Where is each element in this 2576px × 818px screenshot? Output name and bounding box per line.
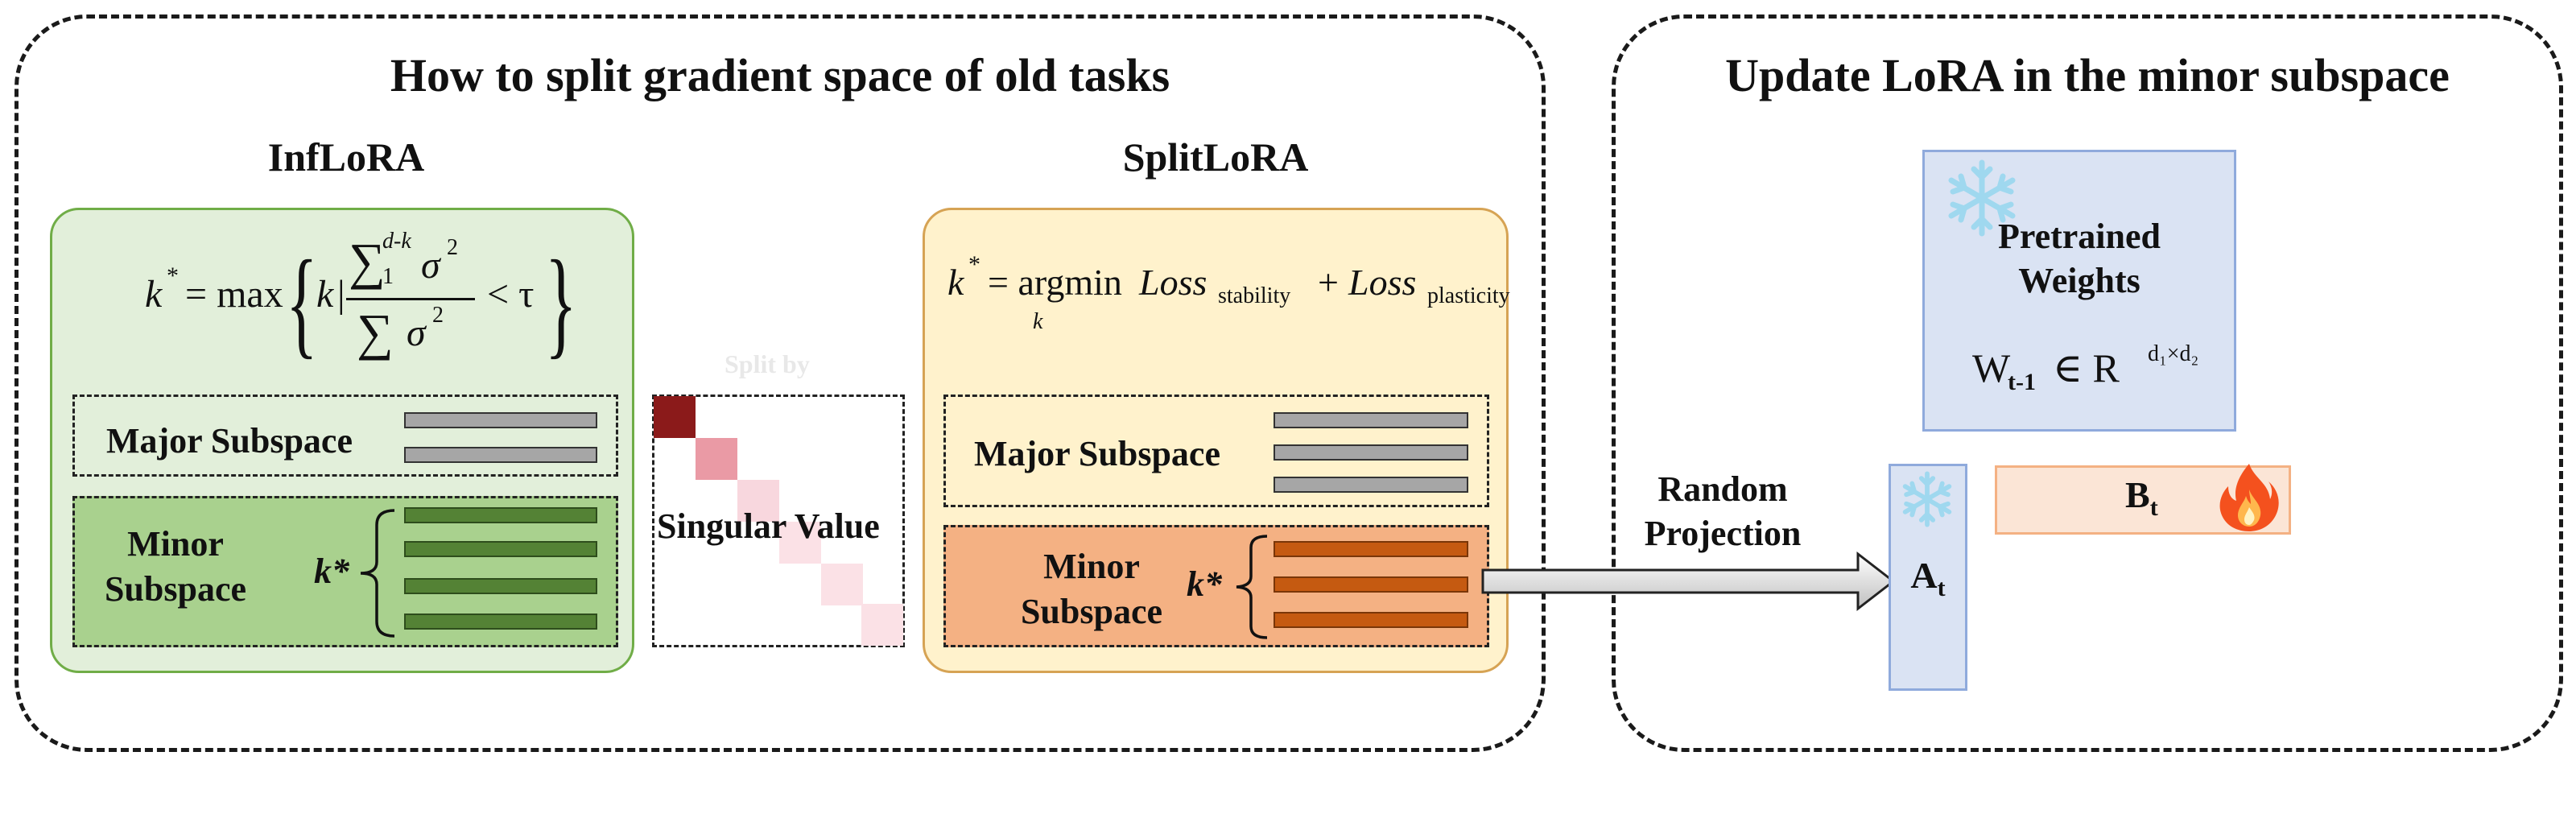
singular-value-cell <box>654 396 696 438</box>
pretrained-label-line1: Pretrained <box>1997 217 2161 256</box>
splitlora-minor-label-line1: Minor <box>1043 547 1140 586</box>
weights-formula: W t-1 ∈ R d₁×d₂ <box>1972 338 2214 403</box>
formula-k-star: * <box>167 262 179 289</box>
formula-plus: + <box>1318 262 1339 303</box>
splitlora-formula: k * = argmin k Loss stability + Loss pla… <box>946 250 1510 346</box>
formula-eq-max: = max <box>185 273 283 316</box>
splitlora-major-bar <box>1274 412 1468 428</box>
inflora-major-bar <box>404 412 597 428</box>
splitlora-major-subspace <box>943 395 1489 507</box>
formula-left-brace: { <box>286 236 318 370</box>
formula-lt-tau: < τ <box>487 273 535 316</box>
fraction-line <box>346 298 475 300</box>
singular-value-cell <box>861 604 903 646</box>
formula-k-star: * <box>968 251 980 278</box>
formula-k: k <box>145 273 163 316</box>
left-panel <box>14 14 1546 752</box>
formula-k: k <box>947 262 964 303</box>
splitlora-minor-bar <box>1274 541 1468 557</box>
formula-sub-k: k <box>1033 309 1043 334</box>
formula-sub-plasticity: plasticity <box>1427 283 1510 308</box>
right-panel <box>1612 14 2563 752</box>
formula-sum-top: ∑ <box>349 233 386 290</box>
formula-bar: | <box>337 273 345 316</box>
inflora-title: InfLoRA <box>267 134 425 180</box>
splitlora-minor-label-line2: Subspace <box>1020 592 1163 631</box>
matrix-B-label: Bt <box>2125 472 2158 523</box>
formula-sq-bottom: 2 <box>432 303 444 328</box>
split-by-label: Split by <box>724 349 810 378</box>
inflora-kstar: k* <box>314 552 349 591</box>
splitlora-kstar: k* <box>1187 564 1222 604</box>
formula-sub-stability: stability <box>1218 283 1291 308</box>
matrix-A-letter: A <box>1910 555 1938 596</box>
formula-sum-bottom: ∑ <box>357 304 394 361</box>
pretrained-label: Pretrained Weights <box>1922 214 2236 303</box>
inflora-minor-bar <box>404 614 597 630</box>
formula-loss-plasticity: Loss <box>1348 262 1417 303</box>
formula-eq-argmin: = argmin <box>988 262 1122 303</box>
singular-value-cell <box>779 522 821 564</box>
inflora-major-label: Major Subspace <box>106 421 353 461</box>
formula-sum-top-lower: 1 <box>382 264 394 289</box>
snowflake-icon <box>1948 159 2016 237</box>
inflora-major-bar <box>404 447 597 463</box>
inflora-minor-bar <box>404 507 597 523</box>
splitlora-title: SplitLoRA <box>1122 134 1309 180</box>
left-panel-title: How to split gradient space of old tasks <box>390 49 1170 101</box>
formula-sigma-bottom: σ <box>407 312 426 354</box>
singular-value-cell <box>737 480 779 522</box>
splitlora-major-bar <box>1274 477 1468 493</box>
inflora-formula: k * = max { k | ∑ d-k 1 σ 2 ∑ σ 2 < τ } <box>141 224 577 370</box>
splitlora-minor-bar <box>1274 612 1468 628</box>
matrix-B-letter: B <box>2125 474 2150 515</box>
formula-sum-top-upper: d-k <box>382 229 411 254</box>
pretrained-label-line2: Weights <box>2018 261 2140 300</box>
splitlora-brace <box>1236 535 1268 639</box>
weights-W: W <box>1972 345 2011 390</box>
projection-arrow <box>1481 551 1896 612</box>
weights-sub: t-1 <box>2008 369 2036 395</box>
matrix-A-sub: t <box>1937 575 1946 602</box>
singular-value-label: Singular Value <box>657 506 880 546</box>
inflora-major-subspace <box>72 395 618 477</box>
random-projection-line1: Random <box>1657 469 1788 509</box>
formula-sq-top: 2 <box>447 235 458 260</box>
weights-sup: d₁×d₂ <box>2148 341 2199 366</box>
inflora-minor-label-line1: Minor <box>127 524 224 564</box>
fire-icon <box>2219 464 2279 531</box>
inflora-minor-bar <box>404 541 597 557</box>
matrix-B-sub: t <box>2149 494 2158 522</box>
formula-loss-stability: Loss <box>1139 262 1208 303</box>
inflora-minor-bar <box>404 578 597 594</box>
formula-right-brace: } <box>545 236 577 370</box>
singular-value-cell <box>696 438 737 480</box>
random-projection-line2: Projection <box>1644 514 1802 553</box>
singular-value-matrix <box>652 395 905 647</box>
splitlora-minor-bar <box>1274 576 1468 593</box>
formula-sigma-top: σ <box>421 244 440 287</box>
weights-in-R: ∈ R <box>2053 345 2120 390</box>
splitlora-major-bar <box>1274 444 1468 461</box>
matrix-A-label: At <box>1889 552 1967 604</box>
inflora-brace <box>360 509 395 638</box>
right-panel-title: Update LoRA in the minor subspace <box>1725 49 2450 101</box>
singular-value-cell <box>821 564 863 605</box>
random-projection-label: Random Projection <box>1634 467 1811 556</box>
splitlora-major-label: Major Subspace <box>974 434 1220 473</box>
formula-k-inner: k <box>316 273 334 316</box>
inflora-minor-label-line2: Subspace <box>104 569 247 609</box>
snowflake-icon <box>1902 471 1952 527</box>
